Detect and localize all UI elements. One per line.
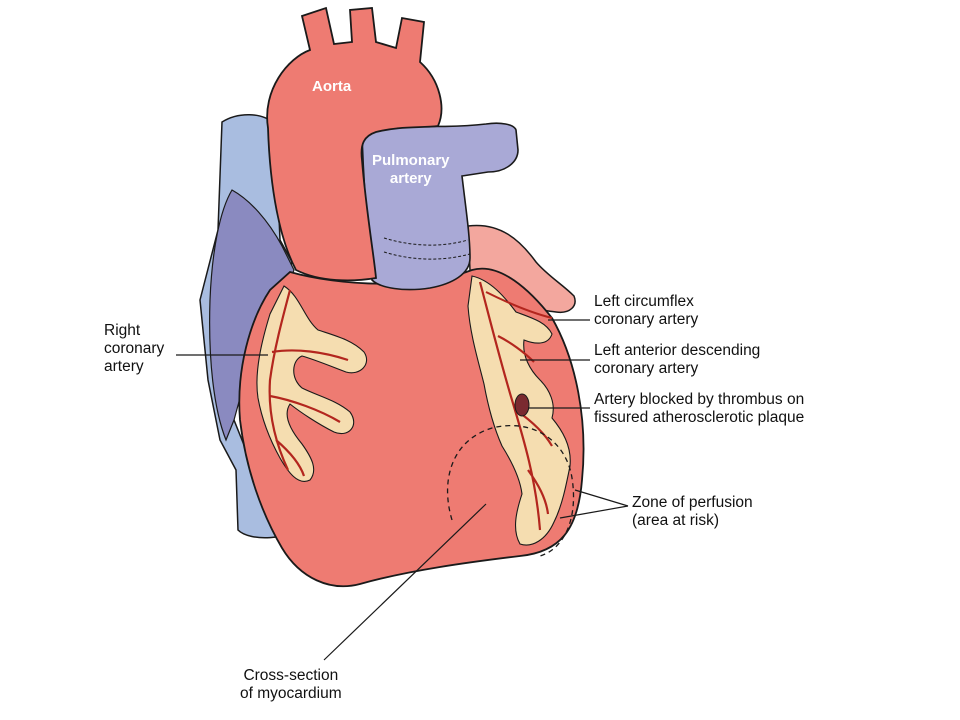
left-anterior-descending-artery <box>478 281 553 531</box>
cross-label-line2: of myocardium <box>240 685 342 702</box>
zone-of-perfusion-outline <box>446 424 575 557</box>
aorta-label-text: Aorta <box>312 78 352 95</box>
pulmonary-artery-label: Pulmonary artery <box>372 152 450 188</box>
aorta-label: Aorta <box>312 78 351 96</box>
left-circumflex-label: Left circumflex coronary artery <box>594 293 698 329</box>
aorta <box>266 6 443 282</box>
right-coronary-fat <box>256 285 368 482</box>
left-circumflex-artery <box>485 291 553 319</box>
pulmonary-label-line2: artery <box>389 170 432 187</box>
cross-section-label: Cross-section of myocardium <box>240 667 342 703</box>
rca-label-line3: artery <box>104 358 144 375</box>
blocked-artery-label: Artery blocked by thrombus on fissured a… <box>594 391 804 427</box>
right-atrium <box>209 189 295 442</box>
lad-label-line2: coronary artery <box>594 360 699 377</box>
lcx-label-line1: Left circumflex <box>594 293 694 310</box>
right-coronary-artery <box>268 289 349 477</box>
pulmonary-label-line1: Pulmonary <box>372 152 450 169</box>
right-coronary-artery-label: Right coronary artery <box>104 322 164 376</box>
cross-label-line1: Cross-section <box>243 667 339 684</box>
lcx-label-line2: coronary artery <box>594 311 699 328</box>
zone-of-perfusion-label: Zone of perfusion (area at risk) <box>632 494 753 530</box>
blocked-label-line2: fissured atherosclerotic plaque <box>594 409 805 426</box>
zone-label-line2: (area at risk) <box>632 512 719 529</box>
leader-cross-section <box>323 503 487 661</box>
pulmonary-base-dash <box>383 237 469 246</box>
leader-zone-b <box>559 505 629 519</box>
leader-zone-a <box>574 489 629 507</box>
blocked-label-line1: Artery blocked by thrombus on <box>594 391 805 408</box>
zone-label-line1: Zone of perfusion <box>632 494 753 511</box>
rca-label-line2: coronary <box>104 340 165 357</box>
lad-label-line1: Left anterior descending <box>594 342 761 359</box>
left-anterior-descending-label: Left anterior descending coronary artery <box>594 342 760 378</box>
rca-label-line1: Right <box>104 322 141 339</box>
pulmonary-base-dash-2 <box>383 251 471 260</box>
thrombus-blockage <box>514 393 530 417</box>
